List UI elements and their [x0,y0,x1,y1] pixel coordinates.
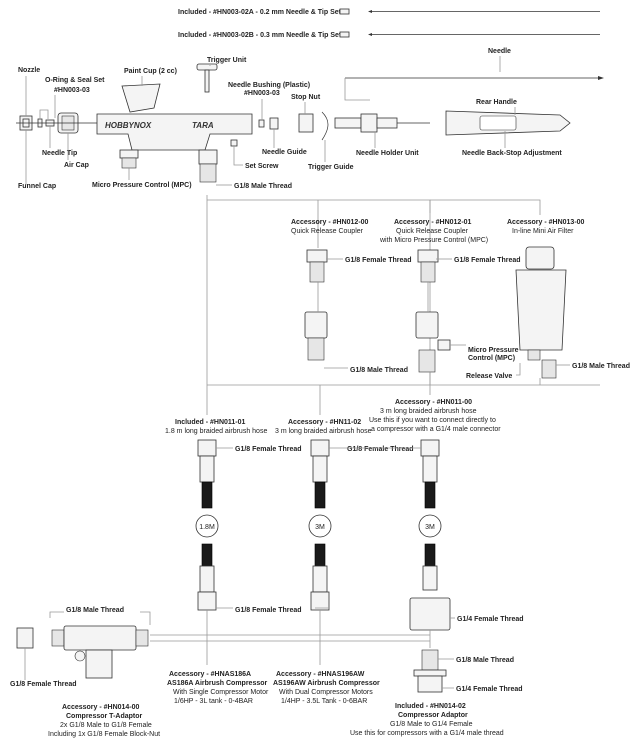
trigger-guide-part [321,111,329,141]
model-logo: TARA [192,121,214,130]
tee-title-label: Accessory - #HN014-00 [62,704,140,711]
compressor-2-sub3-label: 1/4HP - 3.5L Tank - 0-6BAR [281,698,367,705]
male-thread-1-label: G1/8 Male Thread [350,367,408,374]
compressor-2-title-label: Accessory - #HNAS196AW [276,671,365,678]
set-screw-part [230,139,238,147]
adaptor-sub3-label: Use this for compressors with a G1/4 mal… [350,730,504,737]
compressor-1-title-label: Accessory - #HNAS186A [169,671,251,678]
tee-adaptor [16,625,149,679]
compressor-1-sub3-label: 1/6HP - 3L tank - 0-4BAR [174,698,253,705]
compressor-2-sub2-label: With Dual Compressor Motors [279,689,373,696]
adaptor-sub1-label: Compressor Adaptor [398,712,468,719]
needle-bushing-label: Needle Bushing (Plastic) [228,82,310,89]
hose-2-length-label: 3M [315,524,325,531]
tee-sub1-label: Compressor T-Adaptor [66,713,143,720]
tee-sub2-label: 2x G1/8 Male to G1/8 Female [60,722,152,729]
airbrush-male-thread-label: G1/8 Male Thread [234,183,292,190]
female-thread-2-label: G1/8 Female Thread [454,257,521,264]
needle-holder-unit-part [334,113,430,133]
stop-nut-part [298,113,314,133]
mpc-part [119,149,139,169]
hose-1-sub-label: 1.8 m long braided airbrush hose [165,428,267,435]
qrc-mpc-sub1-label: Quick Release Coupler [396,228,469,235]
mpc-label-2: Control (MPC) [468,355,515,362]
compressor-adaptor [413,649,447,693]
filter-title-label: Accessory - #HN013-00 [507,219,585,226]
oring-code-label: #HN003-03 [54,87,90,94]
tee-sub3-label: Including 1x G1/8 Female Block-Nut [48,731,160,738]
oring-label: O-Ring & Seal Set [45,77,105,84]
mpc-label-1: Micro Pressure [468,347,519,354]
trigger-unit-part [196,63,218,93]
adaptor-female-thread-label: G1/4 Female Thread [456,686,523,693]
qrc-title-label: Accessory - #HN012-00 [291,219,369,226]
hose-1-title-label: Included - #HN011-01 [175,419,246,426]
nozzle-label: Nozzle [18,67,40,74]
stop-nut-label: Stop Nut [291,94,321,101]
trigger-guide-label: Trigger Guide [308,164,354,171]
quick-release-coupler [304,249,328,361]
quick-release-coupler-mpc [415,249,451,373]
hose-1 [195,439,219,611]
tee-female-thread-label: G1/8 Female Thread [10,681,77,688]
male-thread-2-label: G1/8 Male Thread [572,363,630,370]
hose-3-sub1-label: 3 m long braided airbrush hose [380,408,477,415]
filter-sub-label: In-line Mini Air Filter [512,228,574,235]
hose-quarter-female-label: G1/4 Female Thread [457,616,524,623]
hose-3-sub3-label: a compressor with a G1/4 male connector [371,426,501,433]
compressor-2-sub1-label: AS196AW Airbrush Compressor [273,680,380,687]
adaptor-male-thread-label: G1/8 Male Thread [456,657,514,664]
hose-2-sub-label: 3 m long braided airbrush hose [275,428,372,435]
paint-cup-label: Paint Cup (2 cc) [124,68,177,75]
needle-tip-set-02b [339,31,600,38]
compressor-1-sub2-label: With Single Compressor Motor [173,689,269,696]
hose-2 [308,439,332,611]
mpc-airbrush-label: Micro Pressure Control (MPC) [92,182,192,189]
inline-air-filter [515,246,567,379]
needle-label: Needle [488,48,511,55]
compressor-1-sub1-label: AS186A Airbrush Compressor [167,680,268,687]
tee-male-thread-label: G1/8 Male Thread [66,607,124,614]
rear-handle-part [445,110,571,136]
trigger-unit-label: Trigger Unit [207,57,247,64]
needle-tip-set-02a [339,8,600,15]
set-screw-label: Set Screw [245,163,279,170]
needle-guide-label: Needle Guide [262,149,307,156]
hose-1-length-label: 1.8M [199,524,215,531]
hose-bottom-female-label: G1/8 Female Thread [235,607,302,614]
rear-handle-label: Rear Handle [476,99,517,106]
hose-top-female-2-label: G1/8 Female Thread [347,446,414,453]
needle-bushing-code-label: #HN003-03 [244,90,280,97]
needle-back-stop-label: Needle Back-Stop Adjustment [462,150,562,157]
hose-top-female-1-label: G1/8 Female Thread [235,446,302,453]
hose-3-title-label: Accessory - #HN011-00 [395,399,472,406]
needle-tip-label: Needle Tip [42,150,77,157]
hose-3-length-label: 3M [425,524,435,531]
needle-bushing-part [258,119,265,128]
qrc-mpc-title-label: Accessory - #HN012-01 [394,219,472,226]
needle-holder-unit-label: Needle Holder Unit [356,150,419,157]
included-needle-set-02a-label: Included - #HN003-02A - 0.2 mm Needle & … [178,9,342,16]
brand-logo: HOBBYNOX [105,121,152,130]
adaptor-title-label: Included - #HN014-02 [395,703,466,710]
hose-2-title-label: Accessory - #HN11-02 [288,419,361,426]
needle-leader [344,78,370,101]
release-valve-label: Release Valve [466,373,512,380]
included-needle-set-02b-label: Included - #HN003-02B - 0.3 mm Needle & … [178,32,342,39]
hose-3-sub2-label: Use this if you want to connect directly… [369,417,496,424]
female-thread-1-label: G1/8 Female Thread [345,257,412,264]
qrc-mpc-sub2-label: with Micro Pressure Control (MPC) [379,237,488,244]
paint-cup-part [121,83,161,113]
air-inlet-thread [198,149,218,183]
hose-3 [409,439,451,631]
qrc-sub-label: Quick Release Coupler [291,228,364,235]
needle-guide-part [269,117,279,130]
air-cap-label: Air Cap [64,162,89,169]
funnel-cap-label: Funnel Cap [18,183,56,190]
needle-part [345,76,604,80]
airbrush-body: HOBBYNOX TARA [96,113,253,151]
adaptor-sub2-label: G1/8 Male to G1/4 Female [390,721,473,728]
